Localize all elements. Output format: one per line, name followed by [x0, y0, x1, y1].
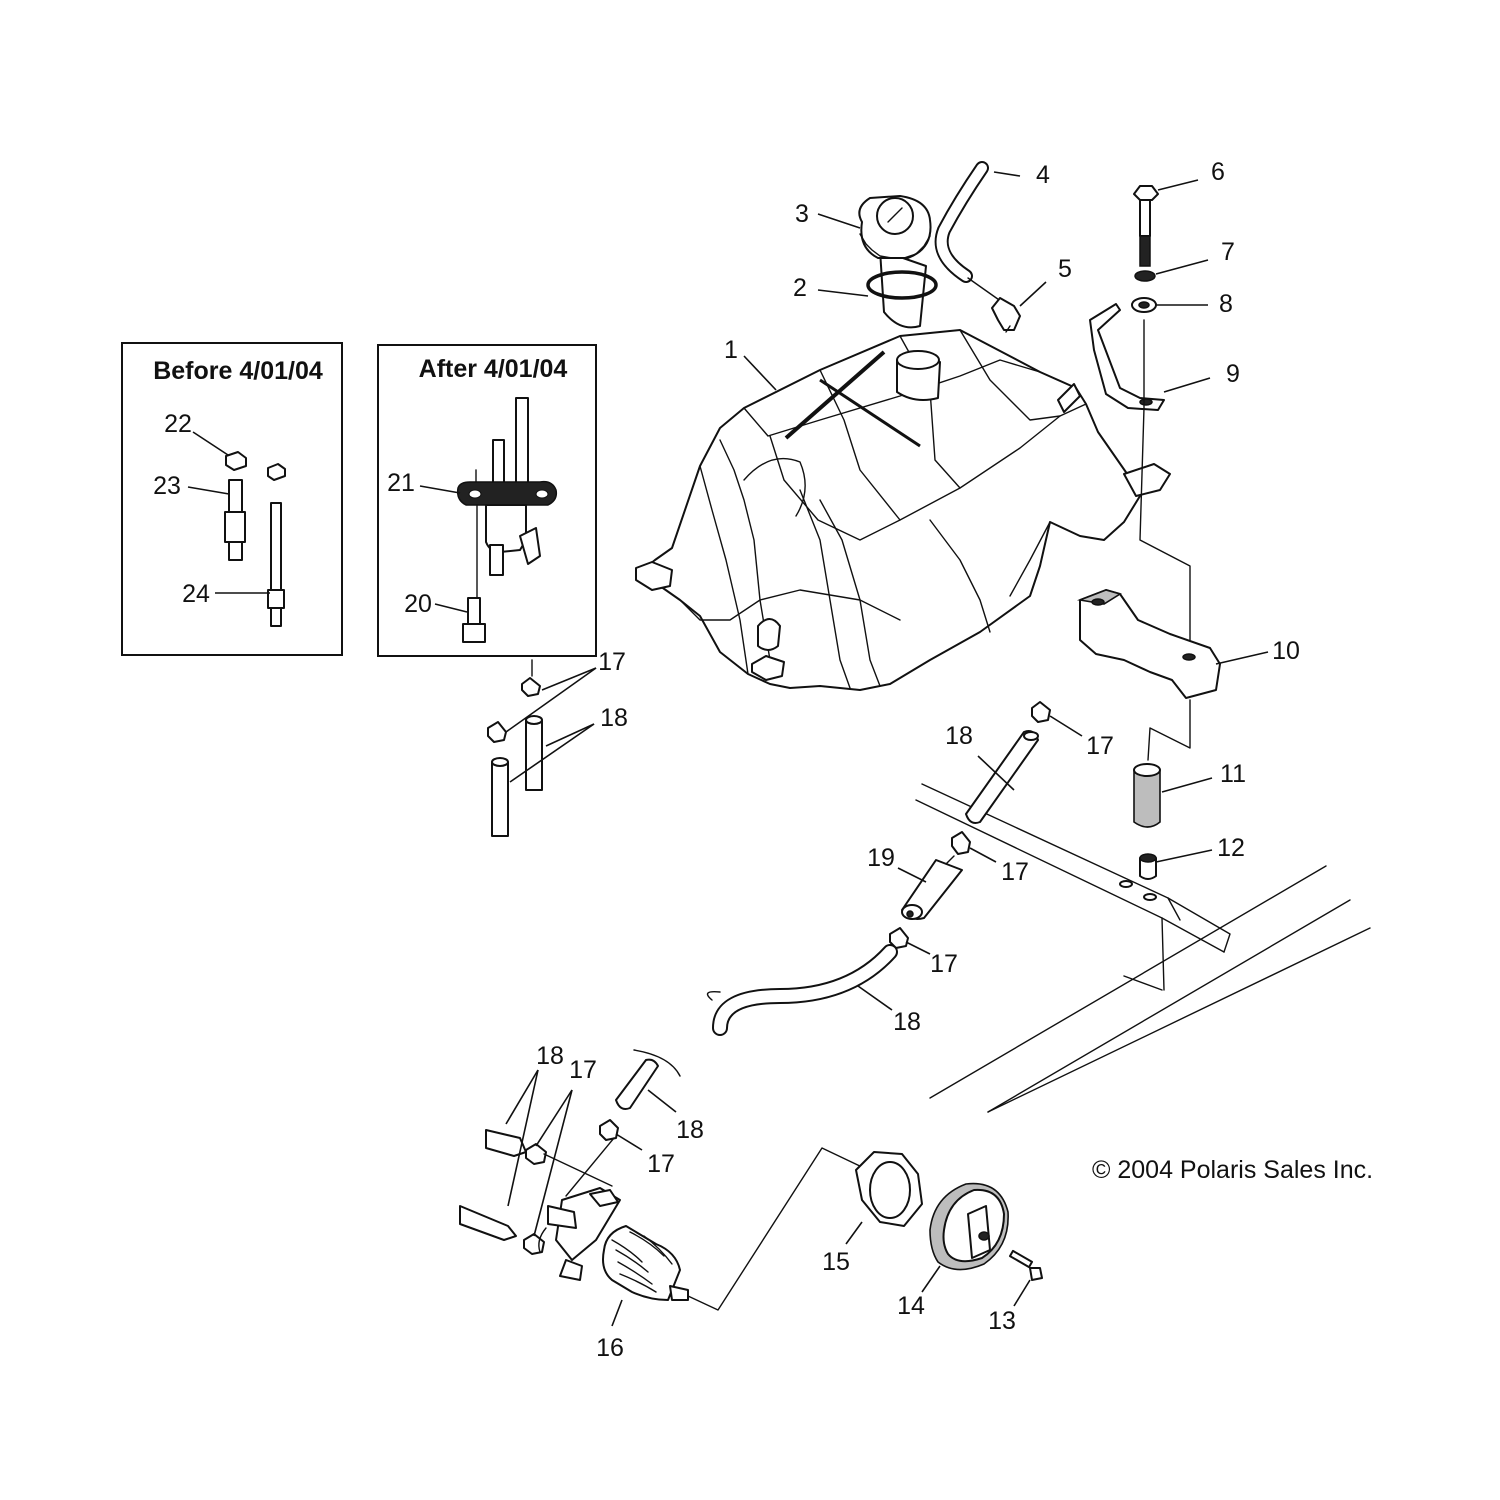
part-23-fitting — [224, 479, 246, 561]
inset-after-frame — [377, 344, 597, 657]
callout-11: 11 — [1220, 760, 1246, 788]
part-17-clamp-center — [1031, 701, 1051, 723]
part-24-fitting — [267, 502, 285, 627]
callout-21: 21 — [387, 469, 415, 497]
callout-18-left: 18 — [600, 704, 628, 732]
part-11-spacer — [1133, 763, 1161, 828]
callout-9: 9 — [1226, 360, 1240, 388]
part-17-clamps-left — [487, 677, 541, 743]
callout-20: 20 — [404, 590, 432, 618]
part-20-screw — [462, 597, 486, 643]
part-15-hex-nut — [855, 1151, 923, 1227]
inset-before-title: Before 4/01/04 — [153, 357, 323, 385]
callout-18-curved: 18 — [893, 1008, 921, 1036]
part-5-elbow-fitting — [991, 297, 1021, 333]
part-19-fuel-filter — [901, 855, 963, 920]
callout-17-bottom-left: 17 — [569, 1056, 597, 1084]
inset-before: Before 4/01/04 22 23 24 — [121, 342, 343, 656]
part-1-fuel-tank — [635, 329, 1171, 691]
part-7-washer — [1134, 270, 1156, 282]
part-13-screw — [1008, 1249, 1043, 1281]
callout-18-center: 18 — [945, 722, 973, 750]
inset-before-frame — [121, 342, 343, 656]
part-10-mount-block — [1076, 589, 1221, 699]
part-18-hose-bottom-right — [615, 1049, 681, 1110]
part-14-pump-cover — [929, 1182, 1009, 1271]
inset-after: After 4/01/04 21 20 — [377, 344, 597, 657]
callout-13: 13 — [988, 1307, 1016, 1335]
callout-17-left: 17 — [598, 648, 626, 676]
callout-6: 6 — [1211, 158, 1225, 186]
callout-16: 16 — [596, 1334, 624, 1362]
part-17-clamps-bottom-left — [523, 1143, 547, 1255]
part-18-hoses-bottom-left — [459, 1129, 527, 1241]
inset-after-title: After 4/01/04 — [419, 355, 568, 383]
part-17-clamp-filter-top — [951, 831, 971, 855]
part-17-clamp-filter-bottom — [889, 927, 909, 949]
callout-10: 10 — [1272, 637, 1300, 665]
callout-4: 4 — [1036, 161, 1050, 189]
part-21-fuel-valve — [456, 397, 558, 576]
callout-22: 22 — [164, 410, 192, 438]
part-4-vent-hose — [934, 161, 989, 283]
part-3-fuel-cap — [858, 195, 932, 329]
part-9-bracket — [1089, 303, 1165, 411]
callout-24: 24 — [182, 580, 210, 608]
callout-12: 12 — [1217, 834, 1245, 862]
callout-1: 1 — [724, 336, 738, 364]
copyright-notice: © 2004 Polaris Sales Inc. — [1092, 1156, 1373, 1184]
callout-7: 7 — [1221, 238, 1235, 266]
callout-14: 14 — [897, 1292, 925, 1320]
callout-2: 2 — [793, 274, 807, 302]
part-18-hose-curved — [706, 944, 898, 1036]
callout-17-center: 17 — [1086, 732, 1114, 760]
callout-8: 8 — [1219, 290, 1233, 318]
callout-19: 19 — [867, 844, 895, 872]
callout-3: 3 — [795, 200, 809, 228]
part-6-bolt — [1133, 185, 1159, 267]
callout-5: 5 — [1058, 255, 1072, 283]
callout-23: 23 — [153, 472, 181, 500]
part-18-hose-center — [965, 730, 1039, 824]
part-18-hoses-left — [491, 715, 543, 837]
callout-18-bottom-right: 18 — [676, 1116, 704, 1144]
callout-15: 15 — [822, 1248, 850, 1276]
part-17-clamp-bottom-right — [599, 1119, 619, 1141]
part-22-nut — [225, 451, 286, 481]
callout-17-filter-bottom: 17 — [930, 950, 958, 978]
part-2-o-ring — [866, 270, 938, 300]
callout-17-bottom-right: 17 — [647, 1150, 675, 1178]
part-8-washer — [1131, 297, 1157, 313]
frame-rails — [915, 783, 1371, 1113]
part-12-grommet — [1139, 853, 1157, 880]
callout-17-filter-top: 17 — [1001, 858, 1029, 886]
callout-18-bottom-left: 18 — [536, 1042, 564, 1070]
part-16-fuel-pump — [538, 1187, 689, 1301]
